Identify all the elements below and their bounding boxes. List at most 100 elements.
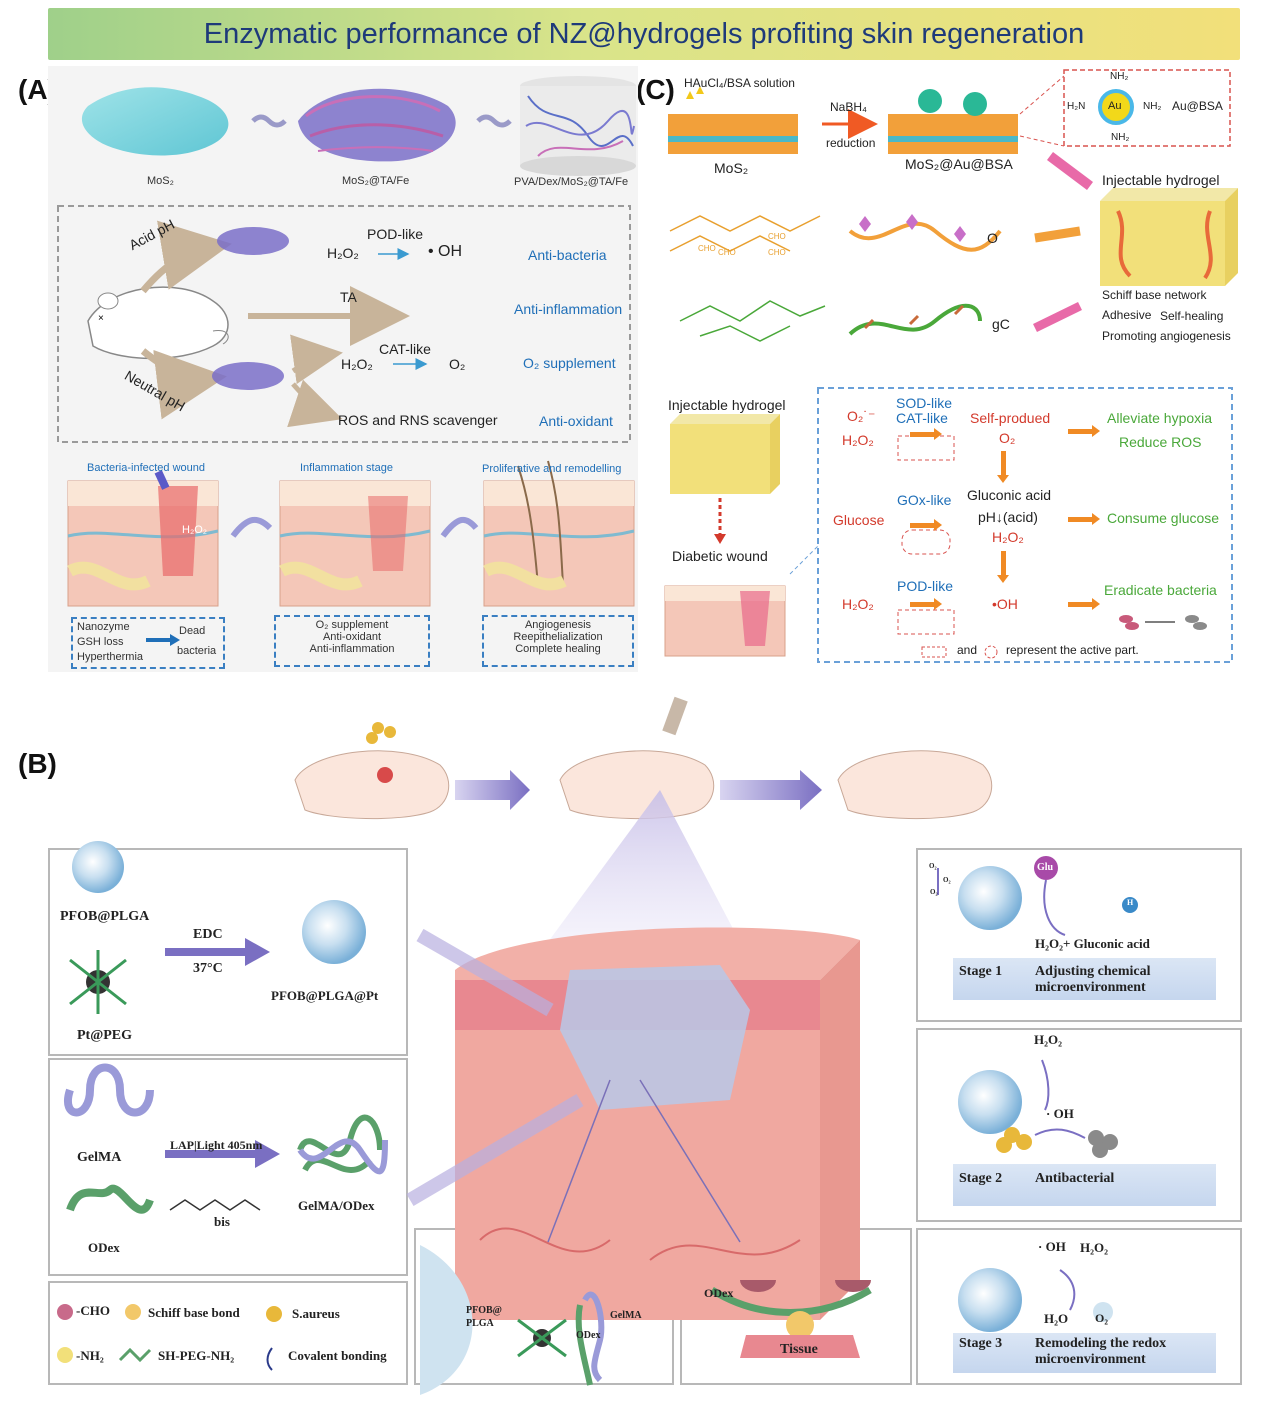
zoom1-odex: ODex xyxy=(576,1330,601,1341)
diabetic-wound-block xyxy=(664,585,786,657)
label-au: Au xyxy=(1108,100,1122,112)
s3-desc: Remodeling the redox microenvironment xyxy=(1035,1336,1167,1367)
label-legend-and: and xyxy=(957,643,978,657)
mos2-layer xyxy=(668,86,798,154)
label-prop-adhesive: Adhesive xyxy=(1102,308,1152,322)
s1-o2-c: O₂ xyxy=(930,888,938,896)
label-diabetic: Diabetic wound xyxy=(672,548,768,564)
label-oh-c: •OH xyxy=(992,596,1018,612)
label-oh-a: • OH xyxy=(428,243,463,260)
s2-desc: Antibacterial xyxy=(1035,1171,1115,1186)
panel-label-c: (C) xyxy=(636,74,675,105)
label-gluconic-acid: Gluconic acid xyxy=(967,487,1052,503)
s3-h2o: H₂O xyxy=(1044,1311,1069,1326)
s2-h2o2: H₂O₂ xyxy=(1034,1032,1063,1047)
svg-text:×: × xyxy=(98,313,104,324)
mos2-au-layer xyxy=(888,89,1018,154)
label-o2-a: O₂ xyxy=(449,356,466,372)
pod-active-box xyxy=(897,609,955,635)
label-h2o2-b: H₂O₂ xyxy=(341,356,373,372)
label-inflammation-stage: Inflammation stage xyxy=(300,462,393,474)
page-title: Enzymatic performance of NZ@hydrogels pr… xyxy=(203,17,1085,50)
box1-dead: Dead xyxy=(179,625,206,637)
panel-c-graphics xyxy=(664,69,1238,663)
label-ros-rns: ROS and RNS scavenger xyxy=(338,412,498,428)
squiggle-arrow-1 xyxy=(251,114,287,128)
zoom1-pfob: PFOB@ PLGA xyxy=(466,1305,502,1329)
label-gelma: GelMA xyxy=(77,1150,122,1165)
acid-nanozyme xyxy=(217,227,289,255)
label-h2o2-a: H₂O₂ xyxy=(327,245,359,261)
sod-active-box xyxy=(897,435,955,461)
gelma-chain xyxy=(64,1063,154,1117)
mouse-3 xyxy=(837,750,993,820)
bacteria-icons xyxy=(1119,615,1207,630)
label-cat-like: CAT-like xyxy=(379,341,431,357)
label-prop-schiff: Schiff base network xyxy=(1102,288,1207,302)
label-pva-dex: PVA/Dex/MoS₂@TA/Fe xyxy=(514,176,629,188)
legend-covalent: Covalent bonding xyxy=(288,1348,387,1363)
s2-bar: Stage 2 Antibacterial xyxy=(953,1164,1216,1206)
mos2-sheet xyxy=(81,87,229,156)
title-banner: Enzymatic performance of NZ@hydrogels pr… xyxy=(48,8,1240,60)
s3-stage: Stage 3 xyxy=(959,1336,1003,1351)
label-glucose: Glucose xyxy=(833,512,885,528)
zoom2-tissue xyxy=(740,1335,860,1358)
legend-saureus: S.aureus xyxy=(292,1306,340,1321)
lap-arrow xyxy=(165,1140,280,1168)
s2-oh: · OH xyxy=(1046,1106,1074,1121)
s3-o2: O₂ xyxy=(1095,1311,1108,1325)
box-healing-effects: Angiogenesis Reepithelialization Complet… xyxy=(482,615,634,667)
box3-line-2: Reepithelialization xyxy=(513,631,603,643)
injectable-cube-small xyxy=(670,414,780,494)
zoom1-sphere-edge xyxy=(420,1245,473,1395)
odex-chain xyxy=(848,221,1002,252)
legend-schiff: Schiff base bond xyxy=(148,1305,240,1320)
label-pfob-plga: PFOB@PLGA xyxy=(60,909,150,924)
label-pod-like-c: POD-like xyxy=(897,578,954,594)
s1-glu: Glu xyxy=(1037,862,1054,873)
box-inflammation-effects: O₂ supplement Anti-oxidant Anti-inflamma… xyxy=(274,615,430,667)
legend-shpeg: SH-PEG-NH₂ xyxy=(158,1348,235,1363)
odex-chain-b xyxy=(66,1184,154,1214)
box3-line-1: Angiogenesis xyxy=(524,619,592,631)
label-ta: TA xyxy=(340,289,357,305)
gc-chain xyxy=(848,303,982,336)
label-h2o2-3: H₂O₂ xyxy=(842,596,874,612)
mechanism-dashed-box xyxy=(57,205,631,443)
box2-line-3: Anti-inflammation xyxy=(309,643,395,655)
s3-sphere xyxy=(958,1268,1022,1332)
arrow-neutral-down xyxy=(287,379,343,428)
label-pod-like: POD-like xyxy=(367,226,424,242)
label-anti-inflammation: Anti-inflammation xyxy=(514,301,623,317)
label-mos2: MoS₂ xyxy=(147,175,174,187)
gelma-to-block-arrow xyxy=(406,1093,584,1207)
label-gox-like: GOx-like xyxy=(897,492,952,508)
legend-cho: -CHO xyxy=(76,1303,110,1318)
label-anti-oxidant: Anti-oxidant xyxy=(539,413,613,429)
label-cho-4: CHO xyxy=(768,248,786,257)
pfob-plga-pt-sphere xyxy=(302,900,366,964)
label-gc: gC xyxy=(992,316,1010,332)
zoom2-odex-curve xyxy=(710,1286,872,1316)
s3-h2o2: H₂O₂ xyxy=(1080,1240,1109,1255)
label-bis: bis xyxy=(214,1214,230,1229)
label-eradicate: Eradicate bacteria xyxy=(1104,582,1217,598)
gox-active-box xyxy=(901,529,951,555)
s1-h: H xyxy=(1127,898,1134,907)
label-nabh4: NaBH₄ xyxy=(830,100,867,114)
label-mos2-au: MoS₂@Au@BSA xyxy=(905,156,1013,172)
injectable-pink-arrow xyxy=(1047,152,1093,190)
s2-sphere xyxy=(958,1070,1022,1134)
box1-line-2: GSH loss xyxy=(77,636,124,648)
zoom2-tissue: Tissue xyxy=(780,1342,818,1357)
label-reduce-ros: Reduce ROS xyxy=(1119,434,1202,450)
pva-hydrogel-cylinder xyxy=(520,76,636,176)
skin-block xyxy=(455,927,860,1320)
label-proliferative: Proliferative and remodelling xyxy=(482,463,622,475)
label-consume-glucose: Consume glucose xyxy=(1107,510,1220,526)
wound-arrow-2 xyxy=(440,516,479,538)
label-o2-radical: O₂˙⁻ xyxy=(847,408,876,424)
label-ph-acid: pH↓(acid) xyxy=(978,509,1038,525)
au-core xyxy=(1098,89,1134,125)
